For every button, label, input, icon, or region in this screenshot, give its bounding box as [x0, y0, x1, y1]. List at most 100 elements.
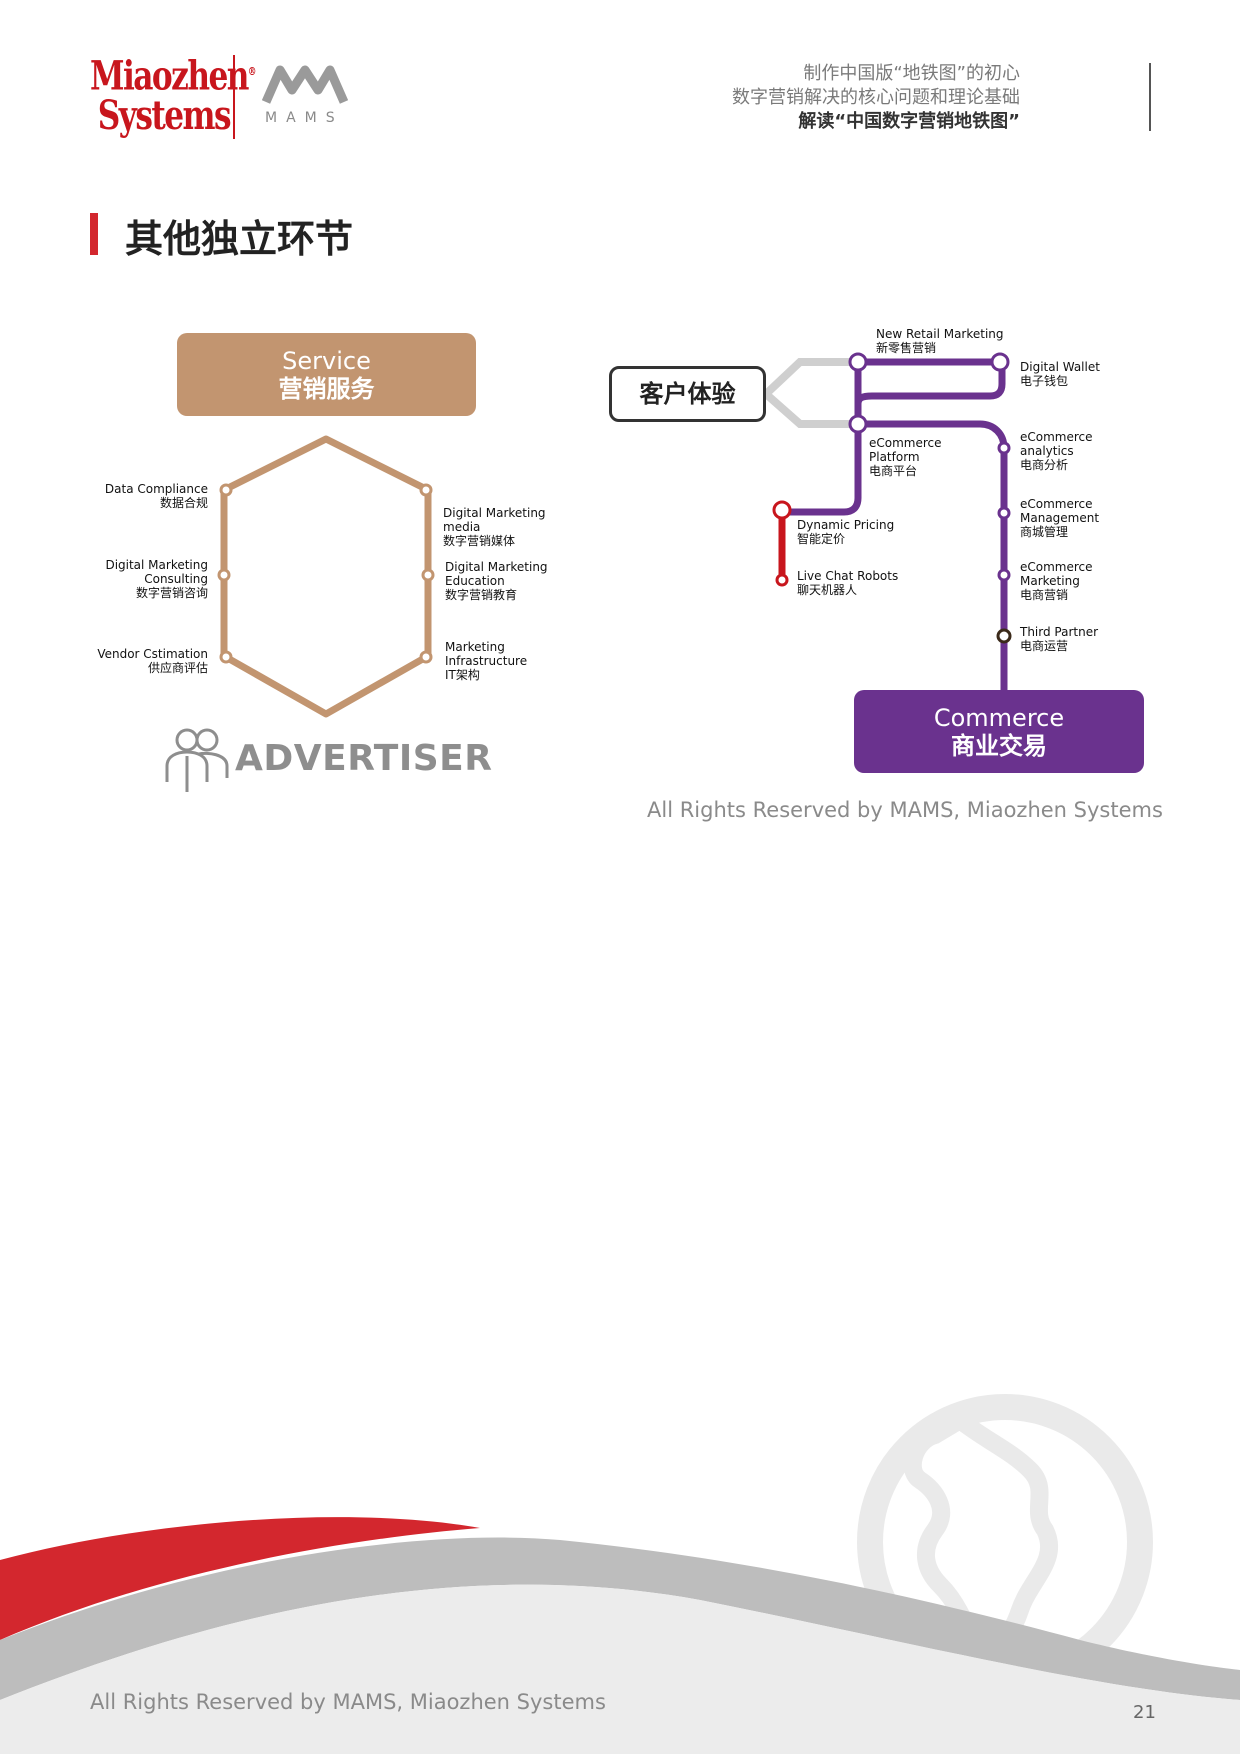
- station-platform: [848, 414, 868, 434]
- header-line-1: 制作中国版“地铁图”的初心: [803, 63, 1020, 84]
- label-new-retail: New Retail Marketing 新零售营销: [876, 327, 1004, 355]
- label-cn: IT架构: [445, 668, 480, 682]
- service-title-cn: 营销服务: [278, 375, 375, 403]
- station-third-partner: [996, 628, 1012, 644]
- station-consulting: [217, 568, 231, 582]
- station-media: [419, 483, 433, 497]
- commerce-line-diagram: [763, 352, 1012, 690]
- label-marketing: eCommerce Marketing 电商营销: [1020, 560, 1093, 602]
- commerce-title-en: Commerce: [933, 704, 1065, 732]
- station-data-compliance: [219, 483, 233, 497]
- label-en-2: media: [443, 520, 481, 534]
- commerce-title-cn: 商业交易: [951, 732, 1047, 760]
- label-cn: 数字营销教育: [445, 588, 518, 602]
- label-en: eCommerce: [869, 436, 942, 450]
- figure-rights-notice: All Rights Reserved by MAMS, Miaozhen Sy…: [647, 798, 1163, 822]
- label-cn: 聊天机器人: [797, 583, 858, 597]
- grey-swoosh-light: [0, 1584, 1240, 1754]
- header-line-2: 数字营销解决的核心问题和理论基础: [732, 87, 1020, 108]
- header-divider: [1149, 63, 1151, 131]
- label-en: New Retail Marketing: [876, 327, 1004, 341]
- label-en-2: Management: [1020, 511, 1100, 525]
- label-cn: 电子钱包: [1020, 374, 1069, 388]
- station-new-retail: [848, 352, 868, 372]
- station-vendor: [219, 650, 233, 664]
- label-en: Marketing: [445, 640, 505, 654]
- people-icon: [165, 728, 229, 792]
- label-third-partner: Third Partner 电商运营: [1020, 625, 1098, 653]
- station-management: [997, 506, 1011, 520]
- label-platform: eCommerce Platform 电商平台: [869, 436, 942, 478]
- label-en: Digital Marketing: [105, 558, 208, 572]
- mams-logo-icon: [262, 65, 348, 104]
- footer-rights-notice: All Rights Reserved by MAMS, Miaozhen Sy…: [90, 1690, 606, 1714]
- miaozhen-logo: Miaozhen® Systems: [90, 52, 257, 140]
- label-cn: 智能定价: [797, 532, 846, 546]
- grey-swoosh-dark: [0, 1537, 1240, 1700]
- label-cn: 电商营销: [1020, 588, 1069, 602]
- station-infrastructure: [419, 650, 433, 664]
- label-en-2: Marketing: [1020, 574, 1080, 588]
- label-cn: 电商平台: [869, 464, 918, 478]
- service-line-diagram: [217, 435, 435, 718]
- label-cn: 商城管理: [1020, 525, 1069, 539]
- label-en-2: Infrastructure: [445, 654, 528, 668]
- header-line-3: 解读“中国数字营销地铁图”: [798, 111, 1020, 132]
- label-vendor: Vendor Cstimation 供应商评估: [97, 647, 208, 675]
- wallet-loop-line: [854, 358, 1006, 405]
- platform-branch-line: [784, 424, 862, 516]
- advertiser-label: ADVERTISER: [235, 738, 493, 779]
- label-en: Live Chat Robots: [797, 569, 899, 583]
- label-en: Vendor Cstimation: [97, 647, 208, 661]
- station-live-chat: [775, 573, 789, 587]
- page-number: 21: [1133, 1702, 1156, 1723]
- label-en: Digital Marketing: [445, 560, 548, 574]
- label-en-2: Consulting: [144, 572, 208, 586]
- logo-divider: [233, 55, 235, 139]
- service-title-en: Service: [282, 347, 371, 375]
- section-title: 其他独立环节: [125, 217, 354, 261]
- label-cn: 电商运营: [1020, 639, 1069, 653]
- label-cn: 电商分析: [1020, 458, 1069, 472]
- station-marketing: [997, 568, 1011, 582]
- label-en: eCommerce: [1020, 497, 1093, 511]
- label-data-compliance: Data Compliance 数据合规: [105, 482, 208, 510]
- label-live-chat: Live Chat Robots 聊天机器人: [797, 569, 898, 597]
- label-en: Dynamic Pricing: [797, 518, 895, 532]
- station-analytics: [997, 441, 1011, 455]
- label-cn: 供应商评估: [147, 661, 208, 675]
- label-en: Third Partner: [1020, 625, 1099, 639]
- logo-line-2: Systems: [97, 92, 232, 140]
- station-dynamic-pricing: [772, 500, 792, 520]
- label-en-2: analytics: [1020, 444, 1074, 458]
- label-management: eCommerce Management 商城管理: [1020, 497, 1099, 539]
- service-box: Service 营销服务: [177, 333, 476, 416]
- label-analytics: eCommerce analytics 电商分析: [1020, 430, 1093, 472]
- station-education: [421, 568, 435, 582]
- label-cn: 数据合规: [159, 496, 208, 510]
- mams-wordmark: MAMS: [265, 110, 344, 126]
- label-cn: 数字营销媒体: [443, 534, 516, 548]
- grey-connector: [763, 358, 858, 428]
- label-education: Digital Marketing Education 数字营销教育: [445, 560, 548, 602]
- label-media: Digital Marketing media 数字营销媒体: [443, 506, 546, 548]
- label-dynamic-pricing: Dynamic Pricing 智能定价: [797, 518, 894, 546]
- logo-registered-mark: ®: [247, 65, 257, 78]
- label-en-2: Platform: [869, 450, 920, 464]
- label-wallet: Digital Wallet 电子钱包: [1020, 360, 1100, 388]
- label-en: eCommerce: [1020, 430, 1093, 444]
- label-cn: 数字营销咨询: [135, 586, 208, 600]
- label-infrastructure: Marketing Infrastructure IT架构: [445, 640, 527, 682]
- label-consulting: Digital Marketing Consulting 数字营销咨询: [105, 558, 208, 600]
- station-wallet: [990, 352, 1010, 372]
- label-en-2: Education: [445, 574, 505, 588]
- customer-experience-box: 客户体验: [609, 366, 766, 422]
- section-marker: [90, 213, 98, 255]
- label-en: eCommerce: [1020, 560, 1093, 574]
- logo-line-1: Miaozhen: [90, 52, 249, 100]
- label-en: Digital Wallet: [1020, 360, 1100, 374]
- label-en: Digital Marketing: [443, 506, 546, 520]
- label-en: Data Compliance: [104, 482, 208, 496]
- label-cn: 新零售营销: [876, 341, 937, 355]
